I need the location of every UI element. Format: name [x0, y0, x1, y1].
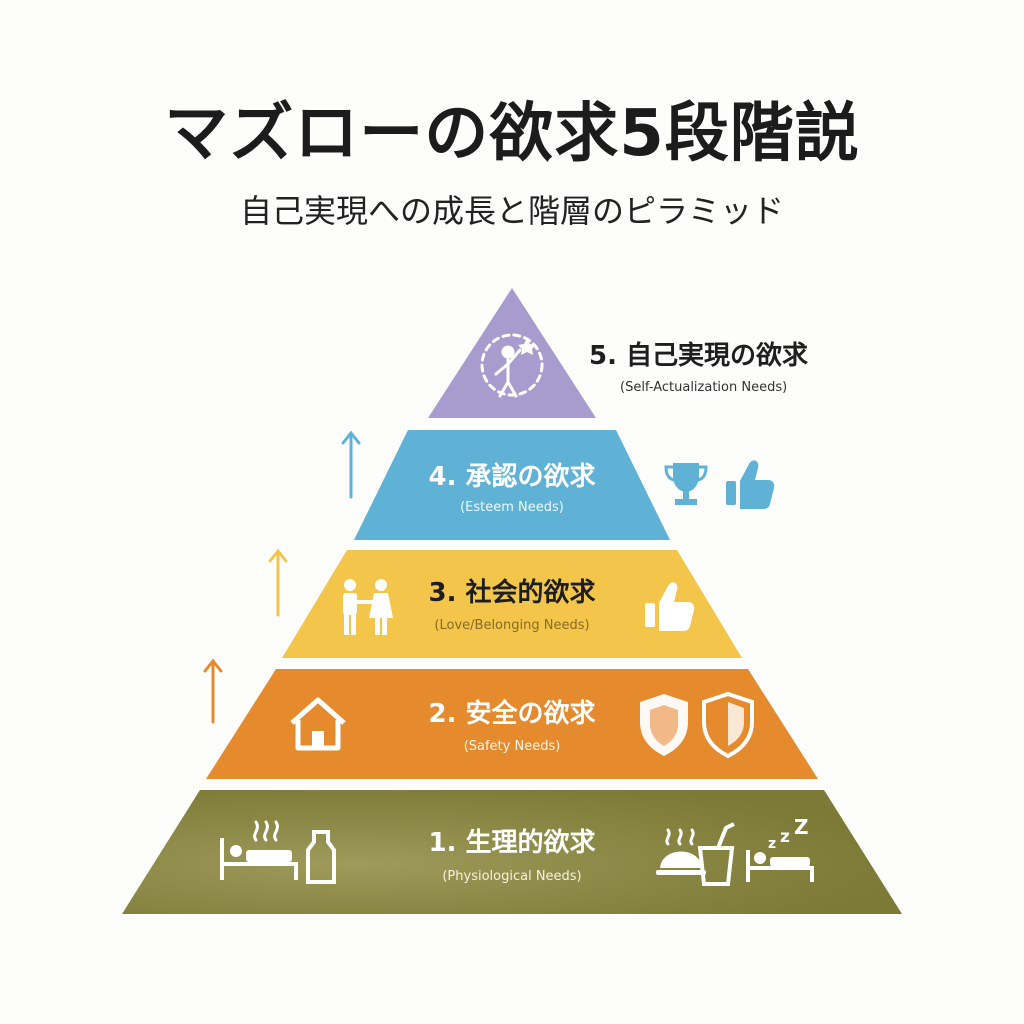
thumbs-up-icon: [645, 582, 695, 631]
thumbs-up-icon: [726, 460, 775, 509]
level-4-tier: 4. 承認の欲求 (Esteem Needs): [354, 430, 670, 540]
up-arrow-icon: [268, 548, 288, 617]
level-2-sublabel: (Safety Needs): [464, 739, 561, 754]
drink-cup-icon: [697, 822, 735, 886]
house-icon: [290, 697, 346, 751]
sleeping-bed-icon: z z Z: [746, 815, 814, 882]
up-arrow-icon: [203, 658, 223, 724]
level-5-label: 5. 自己実現の欲求: [589, 340, 808, 371]
trophy-icon: [664, 463, 708, 505]
level-5-tier: 5. 自己実現の欲求 (Self-Actualization Needs): [428, 288, 808, 418]
level-3-tier: 3. 社会的欲求 (Love/Belonging Needs): [282, 550, 742, 658]
svg-text:z: z: [768, 836, 776, 852]
svg-text:Z: Z: [794, 815, 809, 839]
person-reaching-star-icon: [480, 333, 544, 398]
page-title: マズローの欲求5段階説: [164, 97, 860, 171]
up-arrow-icon: [341, 430, 361, 499]
level-3-sublabel: (Love/Belonging Needs): [434, 618, 589, 633]
level-1-tier: z z Z 1. 生理的欲求 (Physiological Needs): [122, 790, 902, 914]
level-1-sublabel: (Physiological Needs): [442, 869, 581, 884]
bed-icon: [220, 838, 298, 880]
svg-text:z: z: [780, 827, 790, 847]
level-5-sublabel: (Self-Actualization Needs): [620, 380, 787, 395]
level-3-label: 3. 社会的欲求: [428, 577, 595, 608]
level-4-label: 4. 承認の欲求: [428, 461, 595, 492]
couple-icon: [343, 579, 393, 635]
level-4-sublabel: (Esteem Needs): [460, 500, 564, 515]
level-2-tier: 2. 安全の欲求 (Safety Needs): [206, 669, 818, 779]
bottle-icon: [306, 830, 336, 884]
level-2-label: 2. 安全の欲求: [428, 698, 595, 729]
steam-icon: [253, 820, 279, 842]
level-4-shape: [354, 430, 670, 540]
level-3-shape: [282, 550, 742, 658]
level-1-label: 1. 生理的欲求: [428, 827, 595, 858]
shield-icon: [702, 691, 754, 759]
page-subtitle: 自己実現への成長と階層のピラミッド: [239, 192, 784, 230]
food-platter-icon: [656, 828, 706, 875]
shield-icon: [640, 694, 688, 756]
